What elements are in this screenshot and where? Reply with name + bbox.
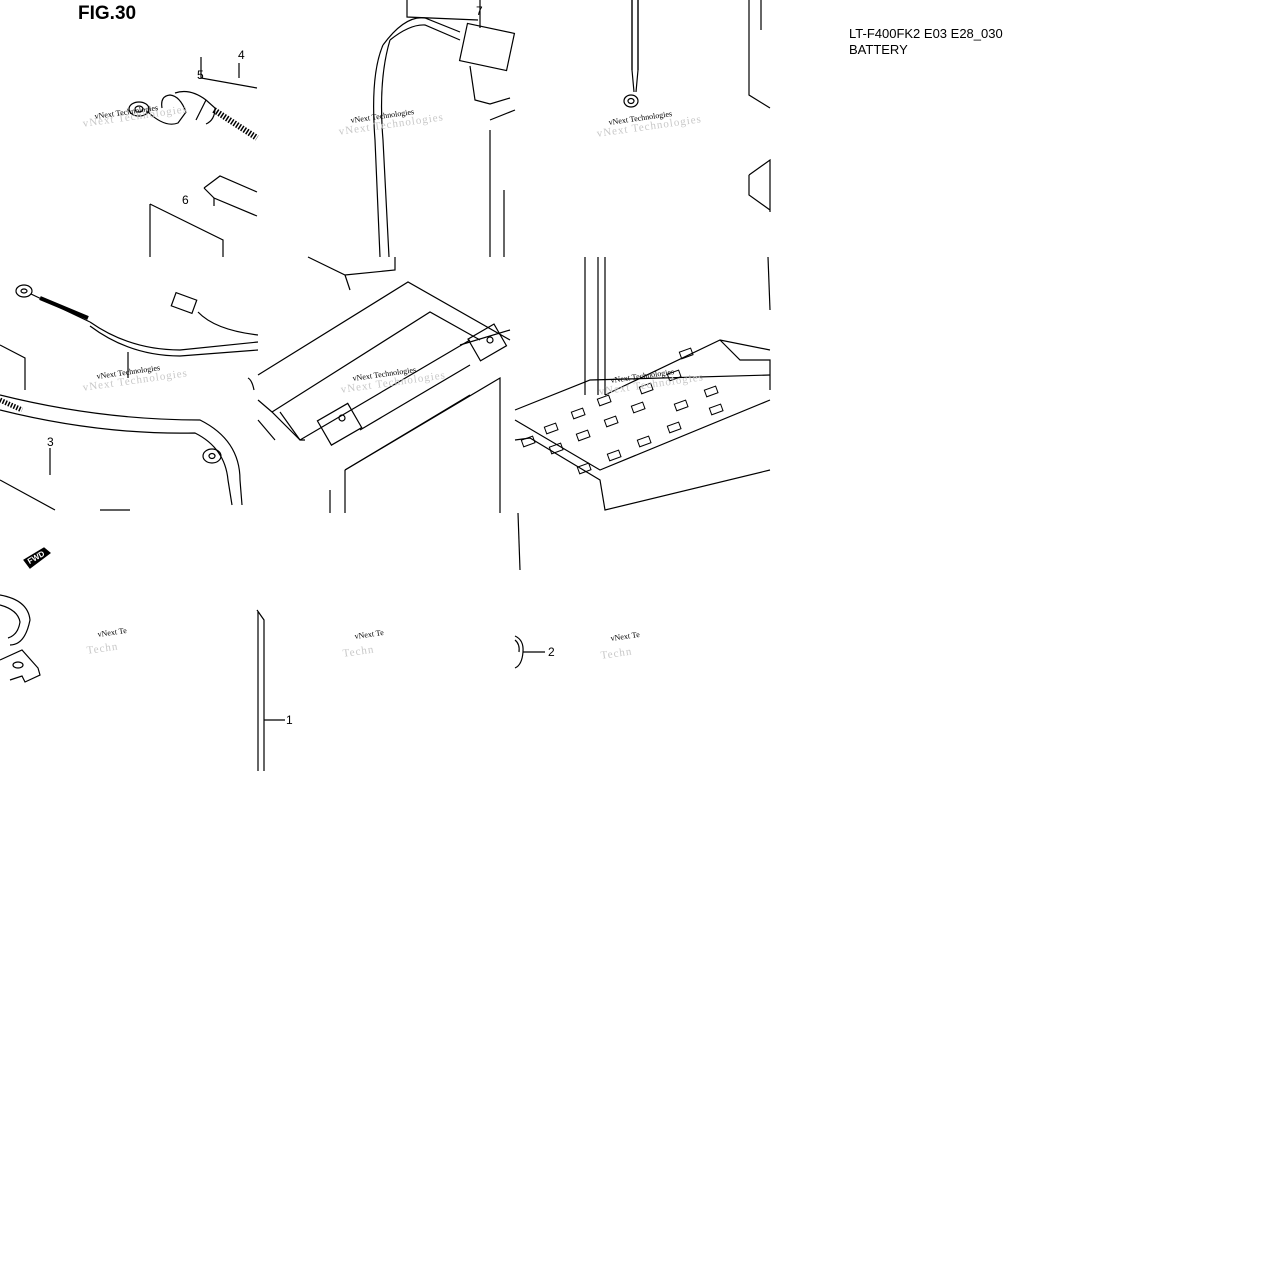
tray-slots bbox=[520, 347, 724, 475]
ground-cable-tile bbox=[623, 0, 771, 212]
harness-3-tile bbox=[0, 284, 259, 511]
battery-side-tile bbox=[256, 512, 521, 771]
callout-6: 6 bbox=[182, 193, 189, 207]
section-name: BATTERY bbox=[849, 42, 908, 57]
battery-tray-tile bbox=[514, 256, 771, 511]
callout-1: 1 bbox=[286, 713, 293, 727]
battery-tile bbox=[257, 256, 511, 513]
callout-3: 3 bbox=[47, 435, 54, 449]
part-2-tile bbox=[514, 635, 545, 669]
model-code: LT-F400FK2 E03 E28_030 bbox=[849, 26, 1003, 41]
cable-4-5-tile bbox=[128, 57, 259, 257]
model-info: LT-F400FK2 E03 E28_030 BATTERY bbox=[849, 26, 1003, 58]
terminal-tile bbox=[0, 547, 51, 683]
figure-title: FIG.30 bbox=[78, 3, 137, 24]
callout-4: 4 bbox=[238, 48, 245, 62]
callout-2: 2 bbox=[548, 645, 555, 659]
callout-5: 5 bbox=[197, 68, 204, 82]
cable-7-tile bbox=[373, 0, 516, 258]
callout-7: 7 bbox=[476, 4, 483, 18]
